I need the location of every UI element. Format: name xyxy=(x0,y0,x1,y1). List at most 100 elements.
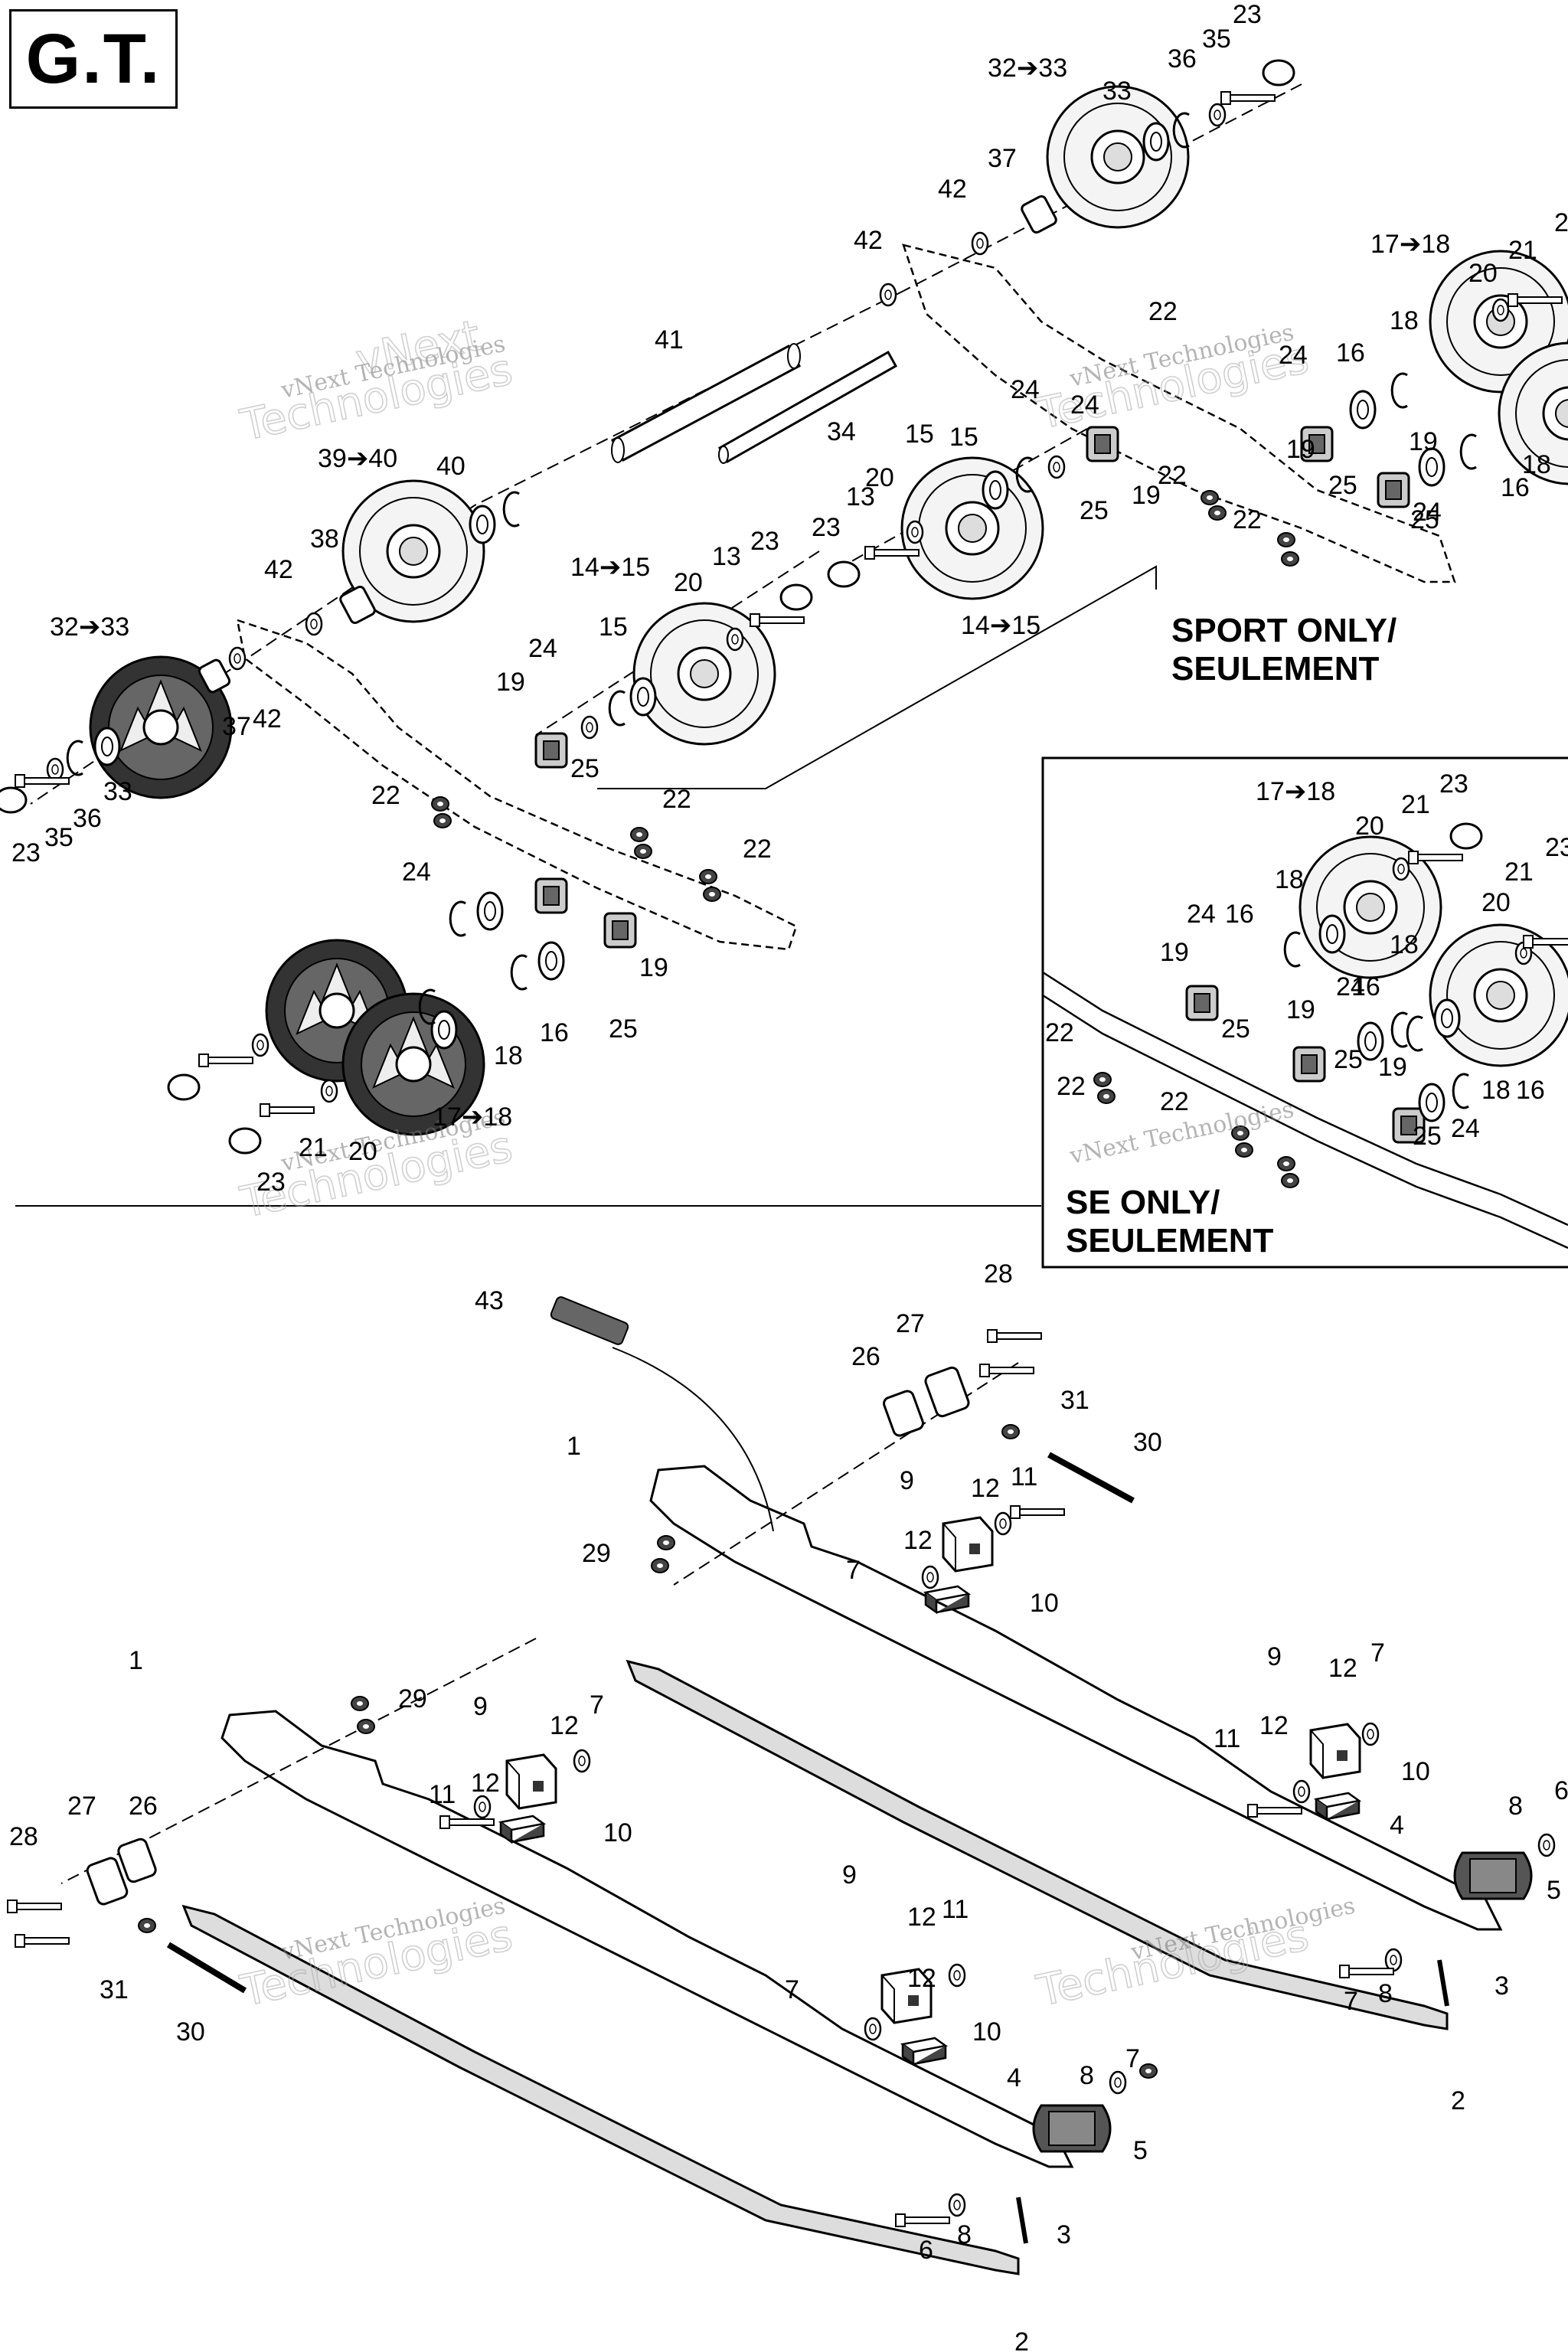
callout-label: 30 xyxy=(176,2017,205,2047)
callout-label: 16 xyxy=(1516,1076,1545,1105)
callout-label: 3 xyxy=(1494,1971,1509,2001)
callout-label: 19 xyxy=(1286,435,1315,464)
callout-label: 25 xyxy=(1080,496,1109,525)
callout-label: 2 xyxy=(1451,2086,1465,2115)
callout-label: 19 xyxy=(1409,427,1438,456)
callout-label: 15 xyxy=(599,612,628,642)
callout-label: 19 xyxy=(639,953,668,982)
callout-label: 24 xyxy=(1413,498,1442,527)
callout-label: 25 xyxy=(1413,1122,1442,1151)
callout-label: 33 xyxy=(103,777,132,806)
callout-label: 20 xyxy=(865,463,894,492)
callout-label: 22 xyxy=(1057,1072,1086,1101)
callout-label: 39➔40 xyxy=(318,444,397,473)
callout-label: 20 xyxy=(1355,812,1384,841)
callout-label: 40 xyxy=(436,452,466,481)
watermark-outline: Technologies xyxy=(1032,1910,1312,2017)
callout-label: 38 xyxy=(310,524,339,554)
callout-label: 20 xyxy=(348,1137,377,1166)
callout-label: 21 xyxy=(1504,858,1534,887)
callout-label: 11 xyxy=(1011,1462,1037,1491)
callout-label: 23 xyxy=(1554,208,1568,237)
callout-label: 23 xyxy=(812,513,841,542)
callout-label: 8 xyxy=(1378,1979,1393,2008)
callout-label: 15 xyxy=(949,423,978,452)
callout-label: 8 xyxy=(1508,1792,1523,1821)
callout-label: 24 xyxy=(402,858,431,887)
callout-label: 43 xyxy=(475,1286,504,1315)
callout-label: 7 xyxy=(590,1690,604,1720)
shaft-34 xyxy=(717,350,898,464)
callout-label: 18 xyxy=(1390,306,1419,335)
callout-label: 28 xyxy=(984,1259,1013,1289)
callout-label: 1 xyxy=(129,1646,143,1675)
callout-label: 9 xyxy=(473,1692,488,1721)
se-only-inset-frame xyxy=(1041,756,1568,1269)
callout-label: 17➔18 xyxy=(433,1102,512,1132)
callout-label: 16 xyxy=(1501,473,1530,502)
callout-label: 18 xyxy=(1275,865,1304,894)
callout-label: 20 xyxy=(674,568,703,597)
callout-label: 14➔15 xyxy=(570,553,650,582)
callout-label: 30 xyxy=(1133,1428,1162,1457)
callout-label: 10 xyxy=(1030,1589,1059,1618)
callout-label: 19 xyxy=(1132,481,1161,510)
callout-label: 22 xyxy=(662,785,691,814)
callout-label: 10 xyxy=(603,1818,632,1847)
callout-label: 42 xyxy=(938,175,967,204)
runner-2-left xyxy=(181,1904,1020,2275)
callout-label: 6 xyxy=(1554,1776,1568,1805)
callout-label: 12 xyxy=(907,1964,936,1993)
callout-label: 23 xyxy=(11,838,41,867)
callout-label: 24 xyxy=(1187,900,1216,929)
callout-label: 22 xyxy=(1160,1087,1189,1116)
callout-label: 9 xyxy=(842,1860,857,1890)
callout-label: 24 xyxy=(1070,390,1099,420)
callout-label: 18 xyxy=(1522,450,1551,479)
callout-label: 12 xyxy=(471,1769,500,1798)
callout-label: 8 xyxy=(1080,2061,1094,2090)
callout-label: 5 xyxy=(1133,2136,1148,2165)
callout-label: 22 xyxy=(1148,297,1178,326)
callout-label: 2 xyxy=(1014,2328,1029,2352)
callout-label: 26 xyxy=(851,1342,880,1371)
callout-label: 19 xyxy=(496,668,525,697)
callout-label: 42 xyxy=(854,226,883,255)
callout-label: 12 xyxy=(971,1474,1000,1503)
page-title-box: G.T. xyxy=(9,9,178,109)
callout-label: 32➔33 xyxy=(50,612,129,642)
callout-label: 7 xyxy=(1125,2044,1140,2073)
callout-label: 25 xyxy=(1221,1014,1250,1044)
idler-wheel-33-top xyxy=(1046,85,1190,229)
callout-label: 35 xyxy=(1202,24,1231,54)
callout-label: 19 xyxy=(1286,995,1315,1024)
note-sport-only-line2: SEULEMENT xyxy=(1171,650,1379,688)
callout-label: 24 xyxy=(1451,1114,1480,1143)
callout-label: 23 xyxy=(750,527,779,556)
callout-label: 37 xyxy=(988,144,1017,173)
callout-label: 7 xyxy=(1344,1987,1358,2016)
callout-label: 12 xyxy=(1328,1654,1357,1683)
callout-label: 22 xyxy=(1158,461,1187,490)
callout-label: 24 xyxy=(1279,341,1308,370)
callout-label: 4 xyxy=(1007,2063,1021,2092)
callout-label: 22 xyxy=(743,835,772,864)
callout-label: 36 xyxy=(73,804,102,833)
callout-label: 16 xyxy=(1336,338,1365,368)
callout-label: 23 xyxy=(1439,769,1468,799)
callout-label: 16 xyxy=(1225,900,1254,929)
callout-label: 25 xyxy=(609,1014,638,1044)
callout-label: 10 xyxy=(1401,1757,1430,1786)
callout-label: 31 xyxy=(1060,1386,1089,1415)
callout-label: 21 xyxy=(1401,790,1430,819)
callout-label: 12 xyxy=(550,1711,579,1740)
callout-label: 21 xyxy=(299,1133,328,1162)
callout-label: 13 xyxy=(712,542,741,571)
callout-label: 22 xyxy=(371,781,400,810)
callout-label: 23 xyxy=(1233,0,1262,29)
callout-label: 1 xyxy=(567,1432,581,1461)
callout-label: 37 xyxy=(222,712,251,741)
callout-label: 13 xyxy=(846,482,875,511)
callout-label: 17➔18 xyxy=(1370,230,1450,259)
page-title: G.T. xyxy=(25,19,162,98)
